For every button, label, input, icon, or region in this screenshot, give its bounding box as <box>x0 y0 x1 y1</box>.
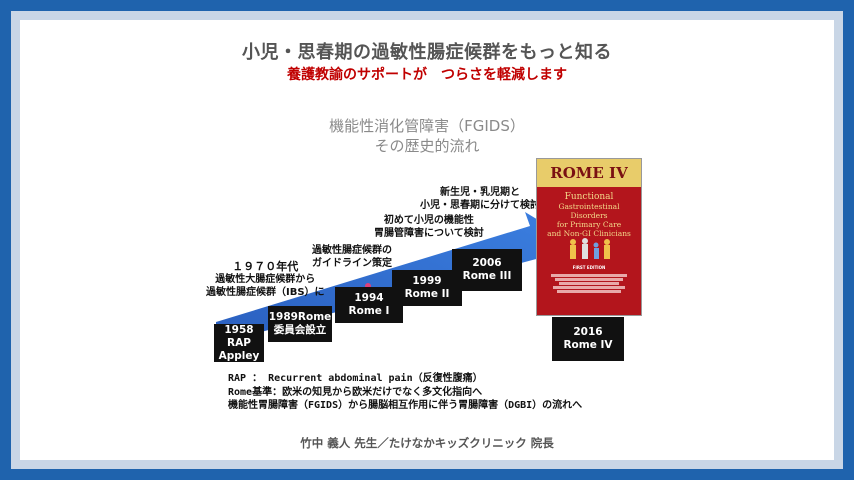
timeline-box-1999: 1999 Rome II <box>392 270 462 306</box>
timeline-box-2006: 2006 Rome III <box>452 249 522 291</box>
presentation-slide: 小児・思春期の過敏性腸症候群をもっと知る 養護教諭のサポートが つらさを軽減しま… <box>20 20 834 460</box>
rome-cover-edition: FIRST EDITION <box>572 265 606 270</box>
marker-dot <box>365 283 371 289</box>
note-child: 初めて小児の機能性 胃腸管障害について検討 <box>374 214 484 240</box>
topic-heading: 機能性消化管障害（FGIDS） その歴史的流れ <box>20 116 834 156</box>
box-1989-year: 1989Rome <box>268 311 332 323</box>
rome-cover-subtitle: Functional Gastrointestinal Disorders fo… <box>539 192 639 239</box>
box-1999-label: Rome II <box>404 288 450 300</box>
box-1958-label: RAP <box>227 336 251 349</box>
box-2006-label: Rome III <box>462 270 512 282</box>
note-child-line1: 初めて小児の機能性 <box>383 215 474 226</box>
presenter-credit: 竹中 義人 先生／たけなかキッズクリニック 院長 <box>300 436 554 450</box>
note-guideline-line1: 過敏性腸症候群の <box>312 245 392 256</box>
definition-rome: Rome基準：欧米の知見から欧米だけでなく多文化指向へ <box>228 386 483 398</box>
box-1989-label: 委員会設立 <box>273 324 327 336</box>
note-newborn-line2: 小児・思春期に分けて検討 <box>420 200 540 211</box>
note-1970s: １９７０年代 過敏性大腸症候群から 過敏性腸症候群（IBS）に <box>206 260 325 299</box>
definition-fgids: 機能性胃腸障害（FGIDS）から腸脳相互作用に伴う胃腸障害（DGBI）の流れへ <box>228 400 583 411</box>
slide-subtitle: 養護教諭のサポートが つらさを軽減します <box>287 67 567 83</box>
note-child-line2: 胃腸管障害について検討 <box>374 228 484 239</box>
rome-cover-line2: Gastrointestinal Disorders <box>558 202 620 220</box>
timeline-box-1989: 1989Rome 委員会設立 <box>268 306 332 342</box>
note-1970s-line3: 過敏性腸症候群（IBS）に <box>206 287 325 298</box>
note-newborn: 新生児・乳児期と 小児・思春期に分けて検討 <box>420 186 540 212</box>
rome-iv-book-cover: ROME IV Functional Gastrointestinal Diso… <box>536 158 642 316</box>
box-1994-label: Rome I <box>348 305 390 317</box>
slide-title: 小児・思春期の過敏性腸症候群をもっと知る <box>242 42 612 63</box>
rome-cover-title: ROME IV <box>537 159 641 187</box>
rome-cover-line4: and Non-GI Clinicians <box>547 229 631 238</box>
note-guideline: 過敏性腸症候群の ガイドライン策定 <box>312 244 392 270</box>
note-guideline-line2: ガイドライン策定 <box>312 258 392 269</box>
box-2006-year: 2006 <box>472 257 502 269</box>
box-2016-label: Rome IV <box>563 339 613 351</box>
definition-rap: RAP ： Recurrent abdominal pain（反復性腹痛） <box>228 373 483 384</box>
rome-cover-line3: for Primary Care <box>556 220 622 229</box>
box-1958-name: Appley <box>218 349 260 362</box>
note-1970s-line1: １９７０年代 <box>232 260 299 273</box>
box-1958-year: 1958 <box>224 323 254 336</box>
box-2016-year: 2016 <box>573 326 603 338</box>
topic-line-2: その歴史的流れ <box>374 137 480 155</box>
timeline-box-1994: 1994 Rome I <box>335 287 403 323</box>
definition-notes: RAP ： Recurrent abdominal pain（反復性腹痛） Ro… <box>228 372 582 413</box>
note-1970s-line2: 過敏性大腸症候群から <box>215 274 316 285</box>
rome-cover-authors <box>537 273 641 294</box>
note-newborn-line1: 新生児・乳児期と <box>440 187 520 198</box>
topic-line-1: 機能性消化管障害（FGIDS） <box>329 117 525 135</box>
timeline-box-1958: 1958 RAP Appley <box>214 324 264 362</box>
box-1994-year: 1994 <box>354 292 384 304</box>
family-figures-icon <box>570 238 610 259</box>
rome-cover-line1: Functional <box>564 192 614 202</box>
timeline-box-2016: 2016 Rome IV <box>552 317 624 361</box>
box-1999-year: 1999 <box>412 275 442 287</box>
